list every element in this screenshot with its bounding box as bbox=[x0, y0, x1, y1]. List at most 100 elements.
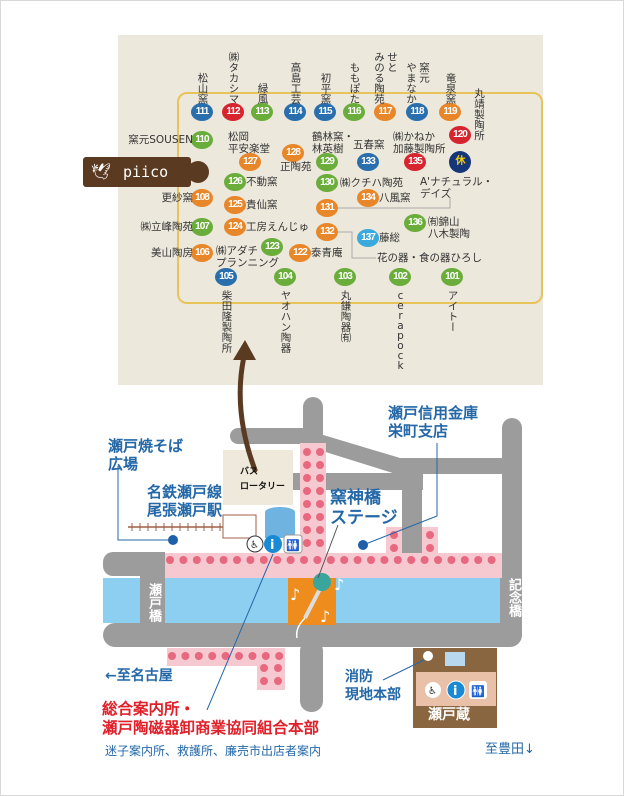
pedestrian-dot bbox=[474, 556, 483, 564]
booth-marker-123: 123 bbox=[261, 238, 283, 256]
booth-label-131: A'ナチュラル・ デイズ bbox=[420, 176, 494, 200]
bank-marker bbox=[358, 540, 368, 550]
booth-label-135: ㈱かねか 加藤製陶所 bbox=[393, 131, 446, 155]
music-note-icon: ♪ bbox=[320, 607, 330, 626]
pedestrian-dot bbox=[275, 652, 284, 660]
station-label: 名鉄瀬戸線 尾張瀬戸駅 bbox=[147, 483, 223, 519]
pedestrian-dot bbox=[407, 556, 416, 564]
booth-label-130: ㈱クチハ陶苑 bbox=[340, 177, 403, 189]
arrow-head-icon bbox=[233, 340, 256, 360]
pedestrian-dot bbox=[380, 556, 389, 564]
svg-text:i: i bbox=[270, 538, 274, 553]
bus-rotary-label: バス ロータリー bbox=[240, 467, 286, 492]
pedestrian-dot bbox=[221, 652, 230, 660]
booth-marker-104: 104 bbox=[274, 268, 296, 286]
booth-label-113: 緑風 bbox=[256, 83, 269, 104]
booth-label-132: 花の器・食の器ひろし bbox=[377, 252, 482, 264]
booth-marker-128: 128 bbox=[282, 144, 304, 162]
booth-marker-105: 105 bbox=[215, 268, 237, 286]
leader-fire bbox=[382, 659, 425, 681]
yakisoba-label: 瀬戸焼そば 広場 bbox=[108, 437, 184, 473]
svg-text:♿: ♿ bbox=[428, 686, 437, 697]
booth-label-136: ㈲錦山 八木製陶 bbox=[428, 216, 470, 240]
pedestrian-dot bbox=[367, 556, 375, 564]
kinen-bridge-road bbox=[500, 578, 522, 623]
to-toyota-label: 至豊田↓ bbox=[485, 742, 535, 757]
piico-logo-text: piico bbox=[123, 163, 169, 181]
bank-label: 瀬戸信用金庫 栄町支店 bbox=[388, 404, 479, 440]
booth-marker-116: 116 bbox=[343, 103, 365, 121]
booth-marker-102: 102 bbox=[389, 268, 411, 286]
leader-bank bbox=[362, 443, 438, 546]
pedestrian-dot bbox=[460, 556, 469, 564]
booth-marker-110: 110 bbox=[191, 131, 213, 149]
leader-stage bbox=[317, 524, 339, 579]
svg-text:🚻: 🚻 bbox=[286, 539, 300, 552]
pedestrian-dot bbox=[426, 531, 434, 539]
booth-marker-114: 114 bbox=[284, 103, 306, 121]
booth-label-108: 更紗窯 bbox=[161, 192, 194, 204]
booth-marker-101: 101 bbox=[441, 268, 463, 286]
pedestrian-dot bbox=[316, 487, 324, 495]
wheelchair-icon: ♿ bbox=[425, 682, 441, 698]
pedestrian-dot bbox=[316, 474, 324, 482]
booth-label-129: 鶴林窯・ 林英樹 bbox=[312, 131, 354, 155]
pedestrian-dot bbox=[447, 556, 456, 564]
booth-label-115: 初平窯 bbox=[319, 72, 332, 105]
pedestrian-dot bbox=[179, 556, 188, 564]
building-icon bbox=[265, 507, 295, 538]
booth-marker-122: 122 bbox=[289, 244, 311, 262]
booth-label-125: 貴仙窯 bbox=[246, 199, 278, 211]
restroom-icon: 🚻 bbox=[469, 681, 487, 699]
booth-label-101: アイトー bbox=[446, 290, 459, 332]
pedestrian-dot bbox=[393, 556, 402, 564]
bus-rotary bbox=[223, 450, 293, 505]
fire-hq-label: 消防 現地本部 bbox=[345, 669, 401, 703]
booth-marker-111: 111 bbox=[191, 103, 213, 121]
music-note-icon: ♪ bbox=[290, 585, 300, 604]
pedestrian-dot bbox=[340, 556, 349, 564]
booth-marker-131: 131 bbox=[316, 199, 338, 217]
booth-marker-130: 130 bbox=[316, 174, 338, 192]
booth-marker-134: 134 bbox=[357, 189, 379, 207]
yakisoba-marker bbox=[168, 535, 178, 545]
pedestrian-dot bbox=[166, 556, 174, 564]
booth-label-105: 柴田隆製陶所 bbox=[220, 290, 233, 353]
booth-marker-113: 113 bbox=[251, 103, 273, 121]
pedestrian-dot bbox=[316, 513, 324, 521]
setogura-label: 瀬戸蔵 bbox=[428, 707, 470, 723]
seto-bridge-road bbox=[140, 578, 165, 623]
booth-marker-126: 126 bbox=[224, 173, 246, 191]
pedestrian-dots bbox=[166, 448, 496, 685]
setogura-window bbox=[445, 652, 465, 666]
pedestrian-dot bbox=[303, 487, 311, 495]
pedestrian-dot bbox=[274, 664, 282, 672]
booth-marker-124: 124 bbox=[224, 218, 246, 236]
booth-label-123: ㈱アダチ プランニング bbox=[216, 245, 279, 269]
pedestrian-dot bbox=[168, 652, 176, 660]
booth-marker-133: 133 bbox=[357, 153, 379, 171]
pedestrian-dot bbox=[390, 544, 398, 552]
booth-label-134: 八風窯 bbox=[379, 192, 411, 204]
pedestrian-dot bbox=[420, 556, 429, 564]
booth-marker-135: 135 bbox=[404, 153, 426, 171]
booth-label-126: 不動窯 bbox=[246, 176, 278, 188]
pedestrian-dot bbox=[303, 539, 311, 547]
booth-label-103: 丸鎌陶器㈲ bbox=[339, 290, 352, 343]
booth-label-118: 窯元 やまなか bbox=[405, 62, 430, 104]
booth-marker-127: 127 bbox=[239, 153, 261, 171]
booth-marker-119: 119 bbox=[439, 103, 461, 121]
svg-text:🚻: 🚻 bbox=[471, 685, 485, 698]
pedestrian-dot bbox=[206, 556, 215, 564]
station-building bbox=[222, 514, 257, 539]
pedestrian-dot bbox=[219, 556, 228, 564]
leader-131 bbox=[338, 197, 451, 209]
pedestrian-dot bbox=[194, 652, 203, 660]
info-center-title-2: 瀬戸陶磁器卸商業協同組合本部 bbox=[102, 719, 320, 737]
booth-label-102: cerapock bbox=[394, 290, 407, 370]
booth-label-110: 窯元SOUSEN bbox=[128, 134, 193, 146]
pedestrian-dot bbox=[303, 513, 311, 521]
booth-marker-132: 132 bbox=[316, 223, 338, 241]
pedestrian-dot bbox=[260, 664, 268, 672]
